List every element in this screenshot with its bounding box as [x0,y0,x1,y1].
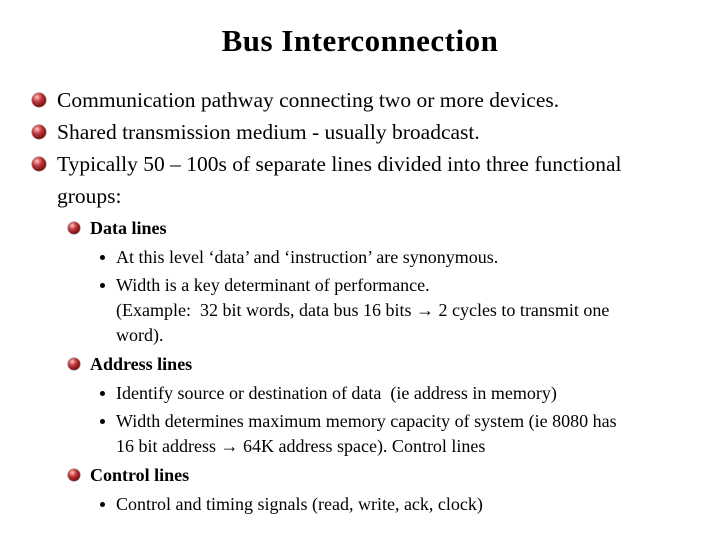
dot-bullet-icon [100,419,105,424]
bullet-text: Data lines [90,218,167,238]
bullet-text: Shared transmission medium - usually bro… [57,120,480,144]
bullet-text: Typically 50 – 100s of separate lines di… [57,152,622,208]
dot-bullet-icon [100,255,105,260]
bullet-item: Shared transmission medium - usually bro… [0,116,720,148]
bullet-item: Width is a key determinant of performanc… [0,273,720,348]
bullet-item: At this level ‘data’ and ‘instruction’ a… [0,245,720,270]
bullet-item: Typically 50 – 100s of separate lines di… [0,148,720,212]
bullet-item: Address lines [0,350,720,378]
red-sphere-bullet-icon [32,93,46,107]
bullet-text: Control and timing signals (read, write,… [116,494,483,514]
dot-bullet-icon [100,283,105,288]
bullet-text: Width is a key determinant of performanc… [116,275,610,345]
bullet-text: Identify source or destination of data (… [116,383,557,403]
dot-bullet-icon [100,502,105,507]
bullet-item: Identify source or destination of data (… [0,381,720,406]
red-sphere-bullet-icon [68,222,80,234]
red-sphere-bullet-icon [68,358,80,370]
bullet-item: Control lines [0,461,720,489]
bullet-item: Control and timing signals (read, write,… [0,492,720,517]
slide-body: Communication pathway connecting two or … [0,84,720,517]
slide-title: Bus Interconnection [221,23,499,58]
red-sphere-bullet-icon [32,157,46,171]
bullet-item: Data lines [0,214,720,242]
bullet-text: Width determines maximum memory capacity… [116,411,617,456]
red-sphere-bullet-icon [32,125,46,139]
bullet-item: Communication pathway connecting two or … [0,84,720,116]
red-sphere-bullet-icon [68,469,80,481]
bullet-text: Address lines [90,354,193,374]
bullet-text: At this level ‘data’ and ‘instruction’ a… [116,247,499,267]
dot-bullet-icon [100,391,105,396]
bullet-text: Control lines [90,465,190,485]
bullet-item: Width determines maximum memory capacity… [0,409,720,459]
bullet-text: Communication pathway connecting two or … [57,88,560,112]
